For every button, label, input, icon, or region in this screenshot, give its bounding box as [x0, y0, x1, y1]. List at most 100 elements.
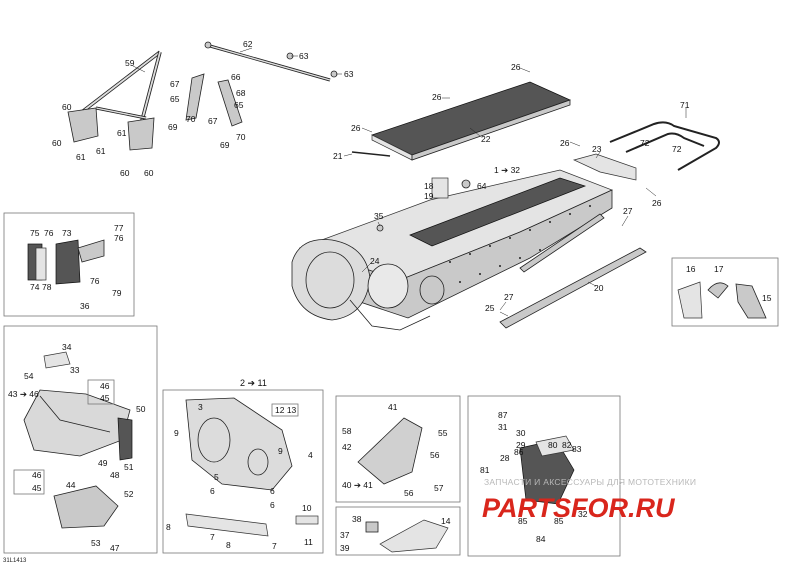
bolt-35: [376, 224, 384, 232]
callout-41: 41: [388, 402, 398, 412]
callout-71: 71: [680, 100, 690, 110]
callout-76b: 76: [114, 233, 124, 243]
callout-26a: 26: [511, 62, 521, 72]
bolt-64: [461, 179, 471, 189]
callout-44: 44: [66, 480, 76, 490]
fastener-clip: [431, 177, 449, 199]
callout-70b: 70: [236, 132, 246, 142]
callout-37: 37: [340, 530, 350, 540]
side-panel-15: [735, 283, 767, 319]
callout-76c: 76: [90, 276, 100, 286]
bracket-77: [77, 239, 105, 263]
callout-14: 14: [441, 516, 451, 526]
callout-56b: 56: [404, 488, 414, 498]
bracket-plate-74: [35, 247, 47, 281]
callout-84: 84: [536, 534, 546, 544]
callout-80: 80: [548, 440, 558, 450]
callout-60b: 60: [52, 138, 62, 148]
callout-30: 30: [516, 428, 526, 438]
callout-70a: 70: [186, 114, 196, 124]
pivot-link-left: [185, 73, 205, 121]
side-panel-17: [707, 282, 729, 299]
callout-45a: 45: [100, 393, 110, 403]
callout-76a: 76: [44, 228, 54, 238]
tunnel-cooler: [371, 81, 571, 161]
callout-6c: 6: [270, 500, 275, 510]
callout-60d: 60: [144, 168, 154, 178]
callout-6b: 6: [270, 486, 275, 496]
callout-10: 10: [302, 503, 312, 513]
callout-55: 55: [438, 428, 448, 438]
callout-58: 58: [342, 426, 352, 436]
callout-72b: 72: [672, 144, 682, 154]
engine-plate-7: [185, 513, 269, 537]
callout-19: 19: [424, 191, 434, 201]
callout-42: 42: [342, 442, 352, 452]
callout-69a: 69: [168, 122, 178, 132]
detail-box-rear-bracket: [3, 212, 135, 317]
callout-75: 75: [30, 228, 40, 238]
callout-47: 47: [110, 543, 120, 553]
callout-7b: 7: [272, 541, 277, 551]
callout-39: 39: [340, 543, 350, 553]
callout-3: 3: [198, 402, 203, 412]
slide-rail: [499, 213, 647, 329]
callout-61c: 61: [117, 128, 127, 138]
steering-column: [204, 41, 331, 82]
callout-46b: 46: [32, 470, 42, 480]
callout-6a: 6: [210, 486, 215, 496]
callout-62: 62: [243, 39, 253, 49]
callout-48: 48: [110, 470, 120, 480]
callout-64: 64: [477, 181, 487, 191]
callout-73: 73: [62, 228, 72, 238]
callout-54: 54: [24, 371, 34, 381]
watermark: ЗАПЧАСТИ И АКСЕССУАРЫ ДЛЯ МОТОТЕХНИКИ PA…: [482, 477, 696, 523]
callout-labels: 59 60 60 60 60 61 61 61 62 63 63 67 66 6…: [8, 39, 772, 553]
steering-support: [357, 417, 423, 485]
leader-lines: [132, 47, 687, 317]
detail-box-footrest: [335, 506, 461, 556]
callout-15: 15: [762, 293, 772, 303]
callout-60a: 60: [62, 102, 72, 112]
callout-67b: 67: [208, 116, 218, 126]
callout-18: 18: [424, 181, 434, 191]
callout-9b: 9: [278, 446, 283, 456]
callout-56a: 56: [430, 450, 440, 460]
callout-61a: 61: [76, 152, 86, 162]
reference-code: 31L1413: [3, 558, 27, 564]
callout-78: 78: [42, 282, 52, 292]
callout-25: 25: [485, 303, 495, 313]
callout-65b: 65: [234, 100, 244, 110]
callout-46a: 46: [100, 381, 110, 391]
fastener-38: [365, 521, 379, 533]
callout-74: 74: [30, 282, 40, 292]
callout-57: 57: [434, 483, 444, 493]
callout-45b: 45: [32, 483, 42, 493]
hitch-plate-80: [535, 435, 575, 457]
callout-36: 36: [80, 301, 90, 311]
callout-69b: 69: [220, 140, 230, 150]
callout-2-11: 2 ➔ 11: [240, 378, 267, 388]
callout-50: 50: [136, 404, 146, 414]
callout-27a: 27: [623, 206, 633, 216]
callout-31: 31: [498, 422, 508, 432]
callout-83: 83: [572, 444, 582, 454]
callout-67a: 67: [170, 79, 180, 89]
callout-26e: 26: [652, 198, 662, 208]
callout-26b: 26: [432, 92, 442, 102]
callout-79: 79: [112, 288, 122, 298]
callout-27b: 27: [504, 292, 514, 302]
callout-32: 32: [578, 509, 588, 519]
callout-1-32: 1 ➔ 32: [494, 165, 520, 175]
callout-16: 16: [686, 264, 696, 274]
callout-24: 24: [370, 256, 380, 266]
callout-23: 23: [592, 144, 602, 154]
detail-box-steering-support: [335, 395, 461, 503]
callout-77: 77: [114, 223, 124, 233]
callout-51: 51: [124, 462, 134, 472]
callout-53: 53: [91, 538, 101, 548]
callout-34: 34: [62, 342, 72, 352]
callout-68: 68: [236, 88, 246, 98]
callout-52: 52: [124, 489, 134, 499]
